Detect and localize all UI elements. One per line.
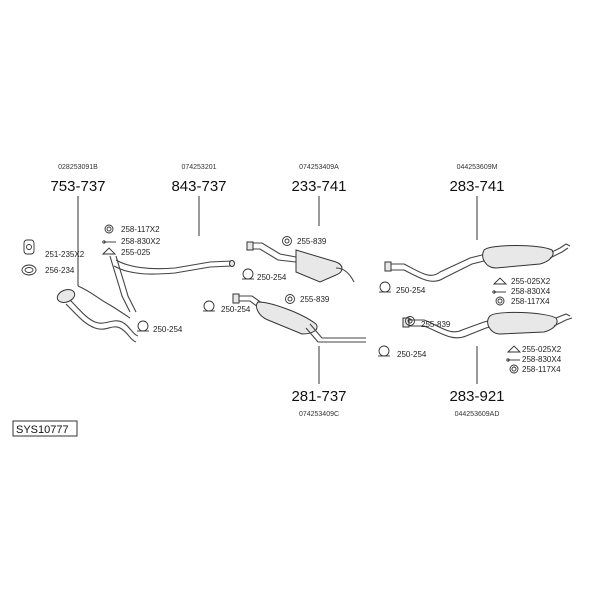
hanger-b-icon [506, 345, 522, 353]
hw-label-250-254-d: 250-254 [396, 286, 426, 295]
bolt-b-icon [506, 358, 520, 362]
bolt-a-icon [492, 290, 506, 294]
hw-label-255-025x2-a: 255-025X2 [511, 277, 551, 286]
clamp-255-839-c-icon [405, 316, 415, 326]
oem-number-233: 074253409A [299, 164, 339, 171]
hw-label-250-254-b: 250-254 [257, 273, 287, 282]
clamp-250-d-icon [379, 281, 391, 293]
front-pipe-753-drawing[interactable] [55, 285, 139, 343]
hw-label-258-117x4-a: 258-117X4 [511, 297, 550, 306]
system-id-label: SYS10777 [16, 424, 69, 436]
part-number-843-737[interactable]: 843-737 [171, 178, 226, 195]
hw-label-255-839-c: 255-839 [421, 320, 451, 329]
hw-label-258-117x4-b: 258-117X4 [522, 365, 561, 374]
part-number-281-737[interactable]: 281-737 [291, 388, 346, 405]
hw-label-255-025x2-b: 255-025X2 [522, 345, 562, 354]
hw-label-255-839-b: 255-839 [300, 295, 330, 304]
part-number-233-741[interactable]: 233-741 [291, 178, 346, 195]
oem-number-283-741: 044253609M [457, 164, 498, 171]
clamp-ring-b-icon [509, 364, 519, 374]
hw-label-258-830x4-a: 258-830X4 [511, 287, 551, 296]
hw-label-256-234: 256-234 [45, 266, 75, 275]
system-id-box [12, 420, 78, 437]
hw-label-258-830x4-b: 258-830X4 [522, 355, 562, 364]
hw-label-258-830x2: 258-830X2 [121, 237, 161, 246]
hanger-a-icon [492, 277, 508, 285]
ring-clamp-icon [21, 264, 37, 276]
clamp-250-c-icon [203, 300, 215, 312]
hw-label-255-839-a: 255-839 [297, 237, 327, 246]
muffler-233-drawing[interactable] [246, 241, 355, 283]
hw-label-251-235x2: 251-235X2 [45, 250, 85, 259]
rear-muffler-283-741-drawing[interactable] [384, 243, 571, 282]
muffler-281-drawing[interactable] [232, 293, 366, 343]
hanger-icon [101, 247, 117, 255]
part-number-283-921[interactable]: 283-921 [449, 388, 504, 405]
part-number-753-737[interactable]: 753-737 [50, 178, 105, 195]
clamp-250-f-icon [378, 345, 390, 357]
clamp-255-839-b-icon [285, 294, 295, 304]
part-number-283-741[interactable]: 283-741 [449, 178, 504, 195]
clamp-ring-a-icon [495, 296, 505, 306]
clamp-255-839-icon [282, 236, 292, 246]
oem-number-283-921: 044253609AD [455, 411, 500, 418]
oem-number-753: 028253091B [58, 164, 98, 171]
gasket-icon [23, 239, 35, 255]
hw-label-250-254-c: 250-254 [221, 305, 251, 314]
hw-label-258-117x2: 258-117X2 [121, 225, 160, 234]
clamp-icon [104, 224, 114, 234]
clamp-250-b-icon [242, 268, 254, 280]
oem-number-281: 074253409C [299, 411, 339, 418]
clamp-250-icon [137, 320, 149, 332]
bolt-icon [102, 240, 116, 244]
hw-label-250-254-a: 250-254 [153, 325, 183, 334]
middle-pipe-843-drawing[interactable] [109, 255, 235, 313]
hw-label-255-025: 255-025 [121, 248, 151, 257]
oem-number-843: 074253201 [181, 164, 216, 171]
hw-label-250-254-f: 250-254 [397, 350, 427, 359]
